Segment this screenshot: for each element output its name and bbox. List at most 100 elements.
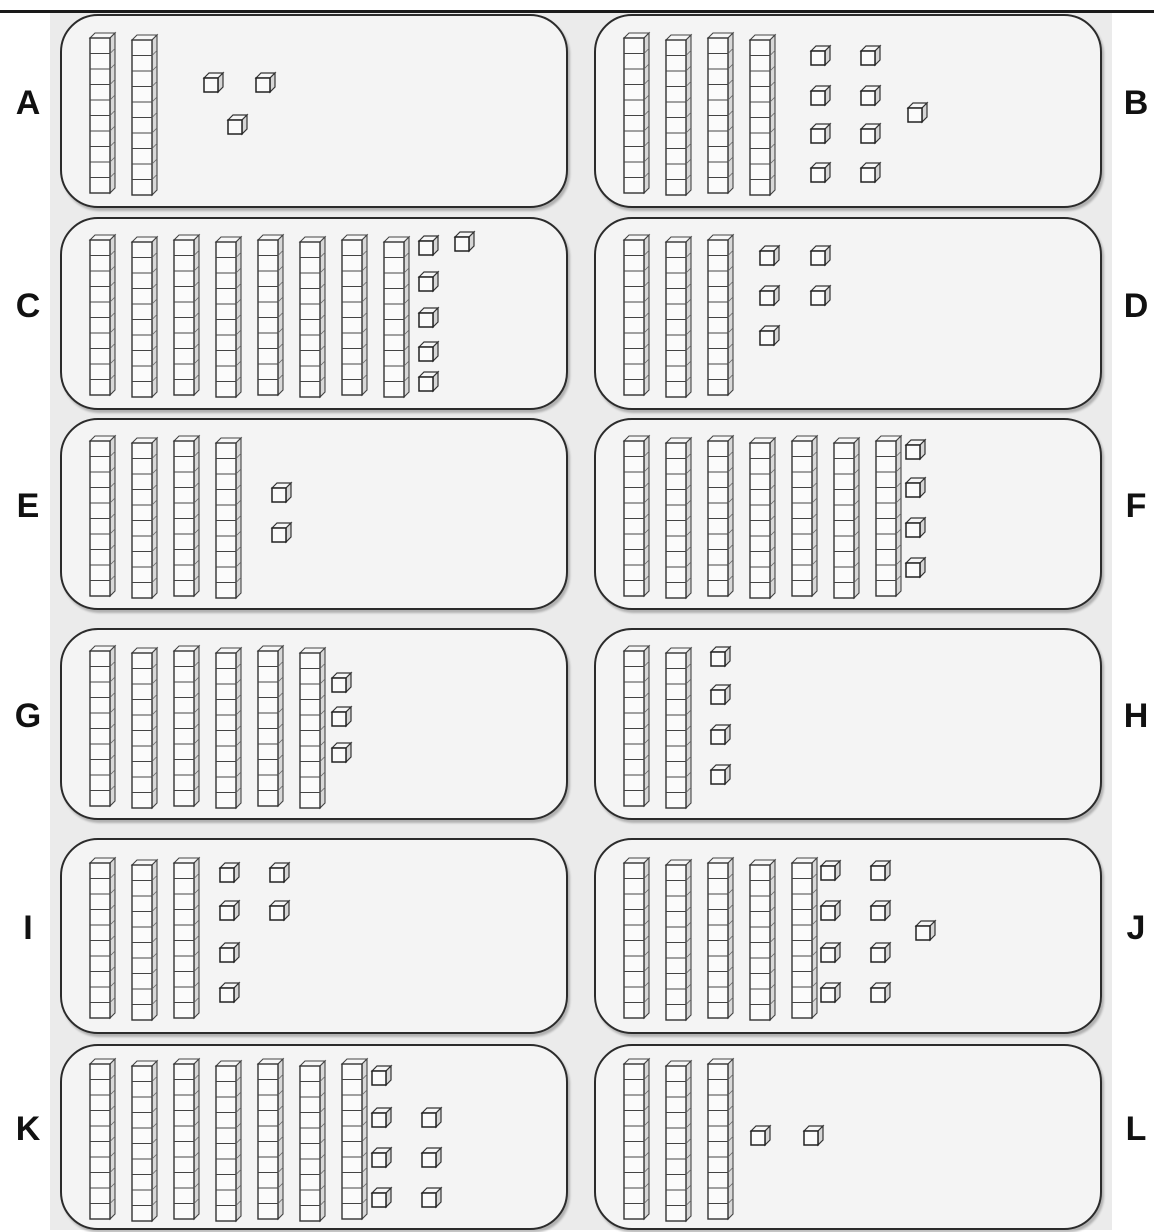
- ones-cube: [228, 115, 247, 134]
- panel-letter-b: B: [1124, 86, 1149, 120]
- tens-rod: [90, 436, 115, 596]
- tens-rod: [624, 235, 649, 395]
- tens-rod: [174, 1059, 199, 1219]
- tens-rod: [624, 858, 649, 1018]
- base-ten-blocks: [62, 840, 570, 1036]
- panel-c: [60, 217, 568, 410]
- panel-letter-g: G: [15, 699, 41, 733]
- ones-cube: [419, 308, 438, 327]
- tens-rod: [624, 646, 649, 806]
- ones-cube: [908, 103, 927, 122]
- tens-rod: [624, 33, 649, 193]
- tens-rod: [666, 237, 691, 397]
- tens-rod: [342, 1059, 367, 1219]
- base-ten-blocks: [62, 219, 570, 412]
- tens-rod: [216, 648, 241, 808]
- tens-rod: [708, 858, 733, 1018]
- tens-rod: [876, 436, 901, 596]
- tens-rod: [750, 438, 775, 598]
- ones-cube: [422, 1148, 441, 1167]
- tens-rod: [666, 860, 691, 1020]
- panel-l: [594, 1044, 1102, 1230]
- panel-letter-k: K: [16, 1112, 41, 1146]
- tens-rod: [216, 237, 241, 397]
- tens-rod: [300, 1061, 325, 1221]
- ones-cube: [906, 440, 925, 459]
- ones-cube: [419, 236, 438, 255]
- ones-cube: [861, 86, 880, 105]
- ones-cube: [332, 743, 351, 762]
- tens-rod: [132, 35, 157, 195]
- ones-cube: [332, 707, 351, 726]
- ones-cube: [760, 286, 779, 305]
- ones-cube: [804, 1126, 823, 1145]
- ones-cube: [821, 983, 840, 1002]
- panel-g: [60, 628, 568, 820]
- tens-rod: [132, 1061, 157, 1221]
- ones-cube: [811, 286, 830, 305]
- base-ten-blocks: [596, 630, 1104, 822]
- ones-cube: [916, 921, 935, 940]
- tens-rod: [342, 235, 367, 395]
- ones-cube: [270, 863, 289, 882]
- panel-d: [594, 217, 1102, 410]
- ones-cube: [760, 246, 779, 265]
- ones-cube: [422, 1188, 441, 1207]
- panel-letter-f: F: [1126, 489, 1147, 523]
- ones-cube: [861, 124, 880, 143]
- tens-rod: [90, 858, 115, 1018]
- tens-rod: [174, 646, 199, 806]
- ones-cube: [220, 943, 239, 962]
- ones-cube: [711, 765, 730, 784]
- ones-cube: [821, 943, 840, 962]
- ones-cube: [419, 342, 438, 361]
- tens-rod: [708, 1059, 733, 1219]
- base-ten-blocks: [596, 219, 1104, 412]
- panel-a: [60, 14, 568, 208]
- ones-cube: [811, 246, 830, 265]
- ones-cube: [760, 326, 779, 345]
- ones-cube: [811, 163, 830, 182]
- panel-letter-d: D: [1124, 289, 1149, 323]
- tens-rod: [624, 436, 649, 596]
- tens-rod: [90, 33, 115, 193]
- tens-rod: [174, 858, 199, 1018]
- tens-rod: [174, 436, 199, 596]
- tens-rod: [132, 860, 157, 1020]
- base-ten-blocks: [596, 1046, 1104, 1232]
- tens-rod: [708, 436, 733, 596]
- ones-cube: [871, 861, 890, 880]
- tens-rod: [216, 438, 241, 598]
- panel-b: [594, 14, 1102, 208]
- tens-rod: [258, 235, 283, 395]
- panel-letter-l: L: [1126, 1112, 1147, 1146]
- ones-cube: [861, 163, 880, 182]
- ones-cube: [372, 1108, 391, 1127]
- tens-rod: [258, 1059, 283, 1219]
- tens-rod: [750, 860, 775, 1020]
- tens-rod: [90, 646, 115, 806]
- tens-rod: [300, 237, 325, 397]
- ones-cube: [372, 1066, 391, 1085]
- panel-letter-h: H: [1124, 699, 1149, 733]
- base-ten-blocks: [596, 16, 1104, 210]
- tens-rod: [792, 858, 817, 1018]
- tens-rod: [792, 436, 817, 596]
- ones-cube: [419, 272, 438, 291]
- tens-rod: [624, 1059, 649, 1219]
- panel-letter-a: A: [16, 86, 41, 120]
- ones-cube: [220, 901, 239, 920]
- ones-cube: [871, 943, 890, 962]
- panel-letter-j: J: [1127, 911, 1146, 945]
- ones-cube: [811, 124, 830, 143]
- ones-cube: [751, 1126, 770, 1145]
- ones-cube: [821, 901, 840, 920]
- ones-cube: [455, 232, 474, 251]
- tens-rod: [300, 648, 325, 808]
- ones-cube: [204, 73, 223, 92]
- tens-rod: [708, 235, 733, 395]
- base-ten-blocks: [62, 16, 570, 210]
- tens-rod: [708, 33, 733, 193]
- ones-cube: [711, 647, 730, 666]
- ones-cube: [272, 483, 291, 502]
